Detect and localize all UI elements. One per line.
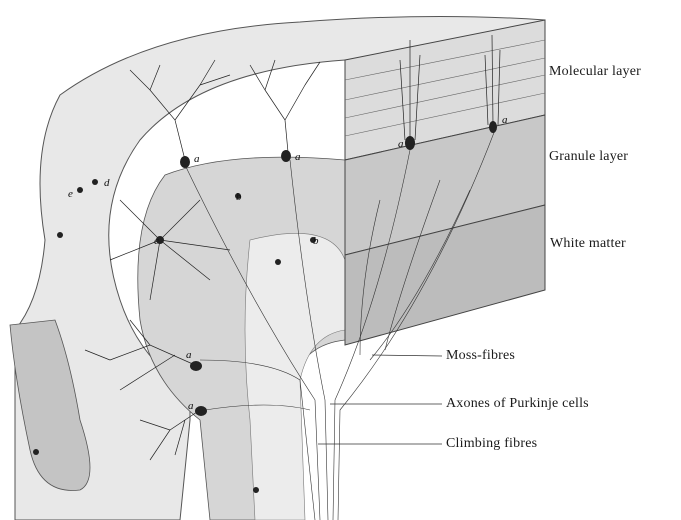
letter-a-4: a [502,114,508,126]
letter-a-5: a [186,349,192,361]
letter-a-3: a [398,138,404,150]
letter-e: e [68,188,73,200]
letter-c: c [154,235,159,247]
label-moss-fibres: Moss-fibres [446,348,515,364]
letter-a-1: a [194,153,200,165]
letter-b-2: b [313,235,319,247]
label-leader-lines [318,355,442,444]
label-white-matter: White matter [550,236,626,252]
label-axones-purkinje: Axones of Purkinje cells [446,396,589,412]
letter-a-2: a [295,151,301,163]
label-molecular-layer: Molecular layer [549,64,641,80]
label-climbing-fibres: Climbing fibres [446,436,537,452]
label-granule-layer: Granule layer [549,149,628,165]
letter-d: d [104,177,110,189]
letter-b-1: b [236,191,242,203]
letter-a-6: a [188,400,194,412]
